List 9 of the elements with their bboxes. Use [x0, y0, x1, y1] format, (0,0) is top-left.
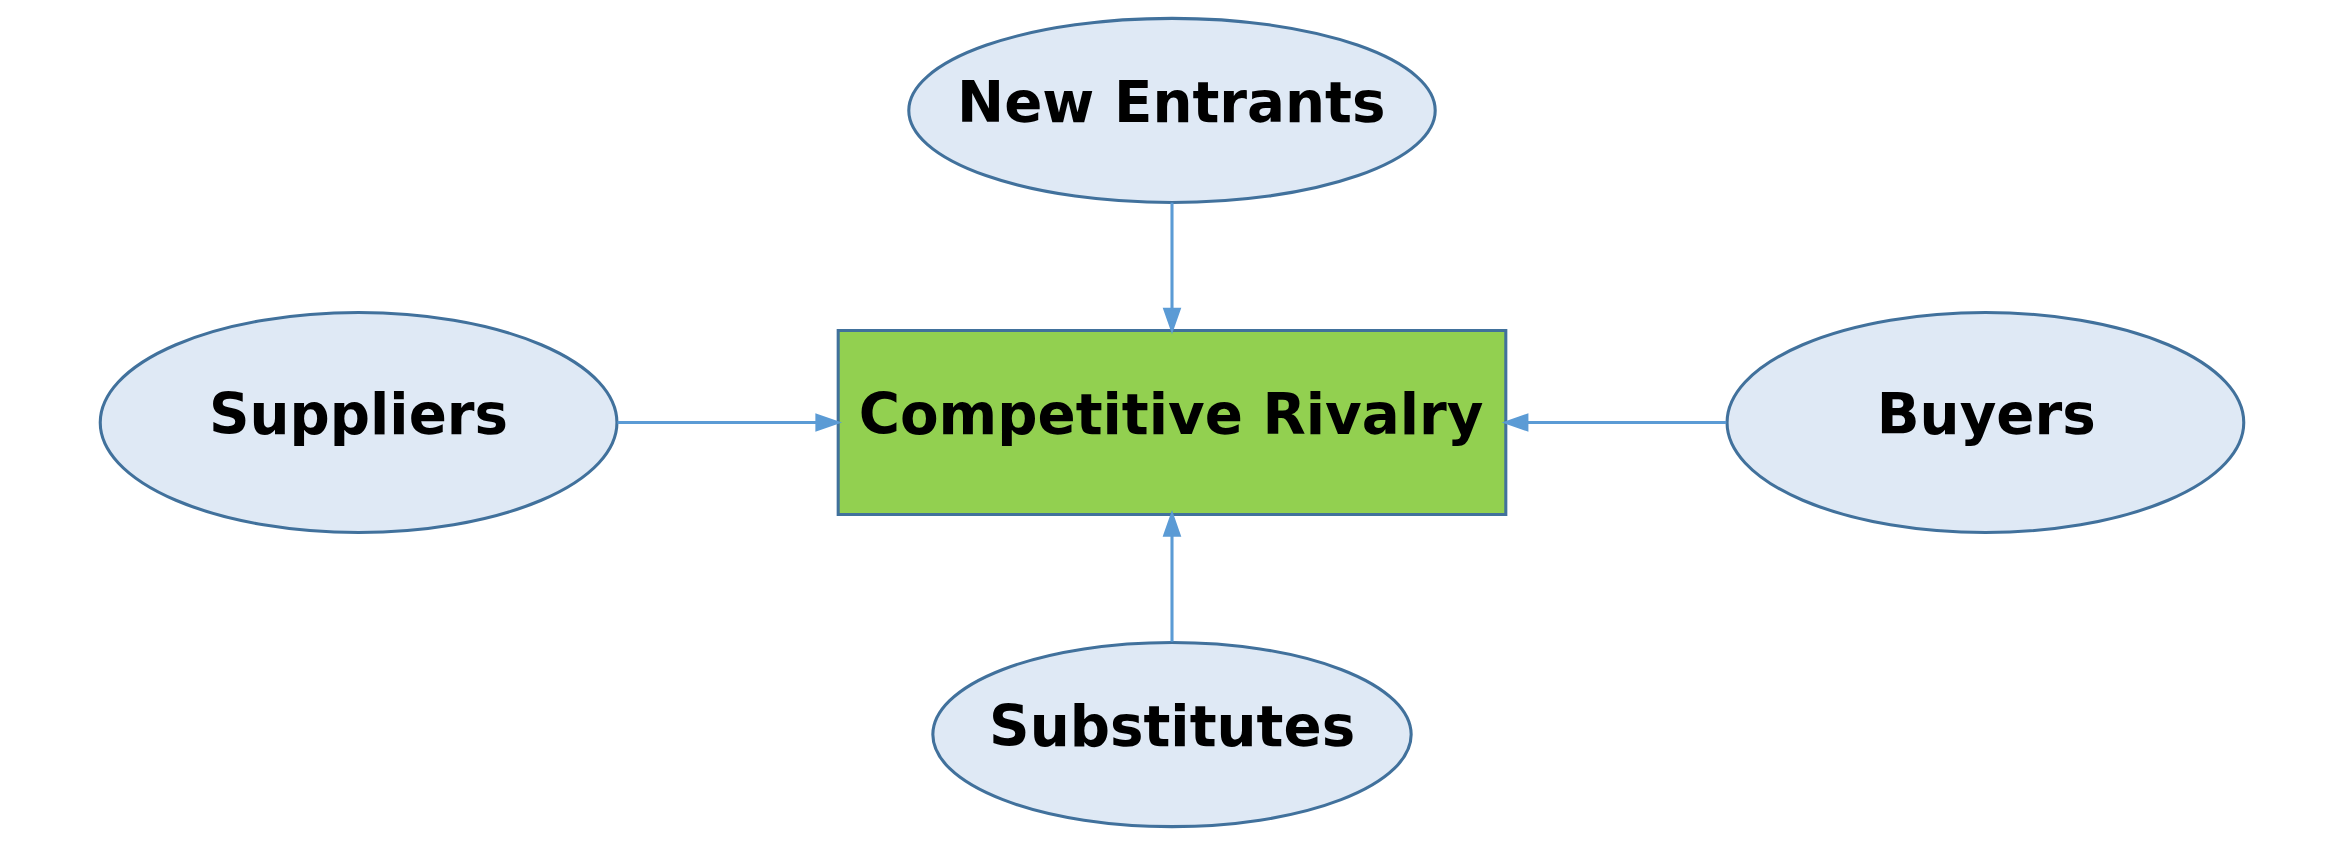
node-ellipse: Substitutes	[930, 640, 1413, 829]
node-box: Competitive Rivalry	[836, 328, 1507, 517]
arrow	[1501, 413, 1726, 432]
arrow	[1162, 202, 1181, 335]
arrow	[617, 413, 842, 432]
node-ellipse: Suppliers	[98, 310, 618, 535]
arrow	[1162, 510, 1181, 642]
node-ellipse: New Entrants	[906, 16, 1437, 205]
node-ellipse: Buyers	[1725, 310, 2245, 535]
